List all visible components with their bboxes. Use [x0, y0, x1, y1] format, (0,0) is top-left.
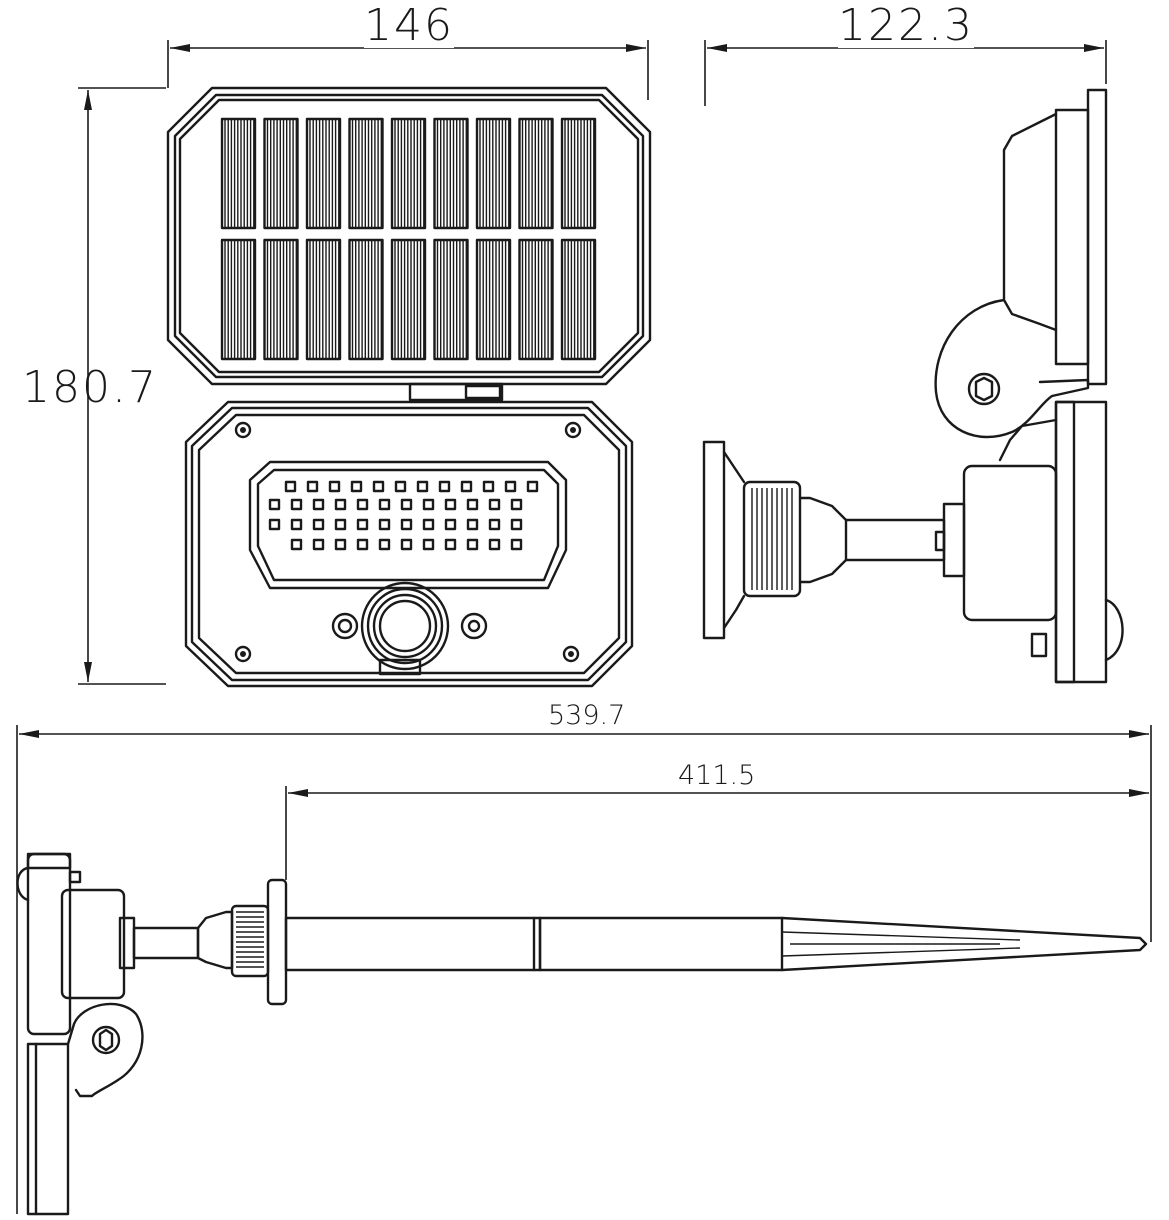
led — [438, 480, 451, 493]
led — [488, 498, 501, 511]
solar-cell — [475, 238, 512, 361]
bottom-view — [16, 852, 1148, 1216]
led — [328, 480, 341, 493]
solar-cell — [518, 117, 554, 230]
led — [394, 480, 407, 493]
dimension-lines — [16, 40, 1152, 1214]
led — [466, 538, 479, 551]
solar-cells — [220, 117, 597, 361]
led — [372, 480, 385, 493]
led — [378, 498, 391, 511]
led — [444, 518, 457, 531]
motion-sensor — [331, 581, 488, 676]
led — [510, 518, 523, 531]
solar-cell — [348, 238, 384, 361]
dimension-stake-length-label: 411.5 — [676, 760, 758, 791]
led — [334, 538, 347, 551]
led — [488, 518, 501, 531]
led — [290, 538, 303, 551]
led-grid — [268, 480, 539, 551]
led — [482, 480, 495, 493]
solar-panel — [166, 86, 652, 386]
led — [422, 498, 435, 511]
led-array — [248, 460, 568, 590]
led — [268, 518, 281, 531]
led — [334, 518, 347, 531]
led — [312, 538, 325, 551]
led — [378, 518, 391, 531]
dimension-height-label: 180.7 — [22, 362, 158, 413]
led — [334, 498, 347, 511]
led — [290, 518, 303, 531]
solar-cell — [560, 117, 597, 230]
solar-cell — [390, 117, 427, 230]
led — [312, 518, 325, 531]
led — [290, 498, 303, 511]
solar-cell — [263, 238, 299, 361]
dimension-depth-label: 122.3 — [838, 0, 974, 51]
led — [460, 480, 473, 493]
led — [466, 498, 479, 511]
solar-cell — [560, 238, 597, 361]
solar-cell — [220, 117, 257, 230]
led — [312, 498, 325, 511]
led — [510, 538, 523, 551]
solar-cell — [263, 117, 299, 230]
nut-ribs-bottom — [236, 911, 264, 968]
led — [400, 518, 413, 531]
solar-cell — [305, 117, 342, 230]
lamp-housing — [184, 400, 634, 688]
led — [306, 480, 319, 493]
solar-cell — [433, 117, 469, 230]
led — [444, 498, 457, 511]
solar-cell — [348, 117, 384, 230]
solar-cell — [390, 238, 427, 361]
led — [356, 498, 369, 511]
led — [378, 538, 391, 551]
led — [284, 480, 297, 493]
led — [416, 480, 429, 493]
led — [510, 498, 523, 511]
led — [488, 538, 501, 551]
nut-ribs — [751, 488, 793, 590]
led — [350, 480, 363, 493]
dimension-total-length-label: 539.7 — [546, 700, 628, 731]
panel-hinge — [408, 382, 504, 402]
led — [356, 538, 369, 551]
led — [444, 538, 457, 551]
solar-cell — [220, 238, 257, 361]
solar-cell — [518, 238, 554, 361]
side-view — [702, 88, 1124, 684]
led — [422, 518, 435, 531]
led — [400, 538, 413, 551]
solar-cell — [475, 117, 512, 230]
led — [400, 498, 413, 511]
led — [504, 480, 517, 493]
led — [356, 518, 369, 531]
dimension-width-label: 146 — [364, 0, 454, 51]
led — [268, 498, 281, 511]
led — [526, 480, 539, 493]
solar-cell — [433, 238, 469, 361]
led — [422, 538, 435, 551]
solar-cell — [305, 238, 342, 361]
led — [466, 518, 479, 531]
